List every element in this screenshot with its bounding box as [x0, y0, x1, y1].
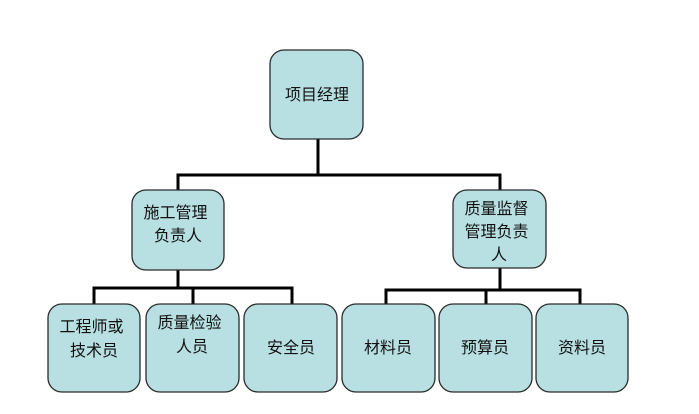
- node-project-manager-box: [269, 49, 364, 140]
- node-safety-officer: 安全员: [243, 303, 338, 393]
- node-quality-inspector-line-2: 人员: [176, 337, 208, 356]
- node-budget-officer: 预算员: [438, 303, 533, 393]
- node-construction-manager-label: 施工管理 负责人: [143, 203, 212, 245]
- node-documents-officer: 资料员: [535, 303, 629, 393]
- node-documents-officer-line-1: 资料员: [558, 338, 606, 357]
- node-quality-inspector-label: 质量检验 人员: [157, 313, 226, 356]
- node-safety-officer-label: 安全员: [267, 338, 315, 357]
- node-engineer-line-1: 工程师或: [59, 317, 123, 336]
- node-safety-officer-box: [243, 303, 338, 393]
- node-quality-manager-label: 质量监督 管理负责 人: [464, 199, 533, 264]
- node-documents-officer-box: [535, 303, 629, 393]
- node-engineer-line-2: 技术员: [70, 341, 118, 360]
- node-construction-manager-line-2: 负责人: [154, 226, 202, 245]
- node-materials-officer-line-1: 材料员: [364, 338, 412, 357]
- node-quality-manager: 质量监督 管理负责 人: [452, 189, 547, 269]
- node-project-manager-label: 项目经理: [285, 85, 349, 104]
- node-budget-officer-line-1: 预算员: [461, 338, 509, 357]
- node-quality-manager-box: [452, 189, 547, 269]
- node-construction-manager: 施工管理 负责人: [131, 189, 225, 271]
- node-quality-manager-line-1: 质量监督: [464, 199, 528, 218]
- node-engineer-label: 工程师或 技术员: [59, 317, 128, 360]
- node-engineer-box: [47, 303, 141, 393]
- node-engineer: 工程师或 技术员: [47, 303, 141, 393]
- node-budget-officer-box: [438, 303, 533, 393]
- node-project-manager: 项目经理: [269, 49, 364, 140]
- node-materials-officer-box: [341, 303, 436, 393]
- node-budget-officer-label: 预算员: [461, 338, 509, 357]
- node-documents-officer-label: 资料员: [558, 338, 606, 357]
- node-quality-inspector: 质量检验 人员: [145, 303, 240, 393]
- node-construction-manager-line-1: 施工管理: [143, 203, 207, 222]
- node-safety-officer-line-1: 安全员: [267, 338, 315, 357]
- connectors: [92, 137, 582, 306]
- node-quality-manager-line-3: 人: [491, 245, 507, 264]
- node-quality-inspector-box: [145, 303, 240, 393]
- node-project-manager-line-1: 项目经理: [285, 85, 349, 104]
- node-materials-officer: 材料员: [341, 303, 436, 393]
- node-quality-inspector-line-1: 质量检验: [157, 313, 221, 332]
- node-construction-manager-box: [131, 189, 225, 271]
- node-quality-manager-line-2: 管理负责: [464, 222, 528, 241]
- node-materials-officer-label: 材料员: [364, 338, 412, 357]
